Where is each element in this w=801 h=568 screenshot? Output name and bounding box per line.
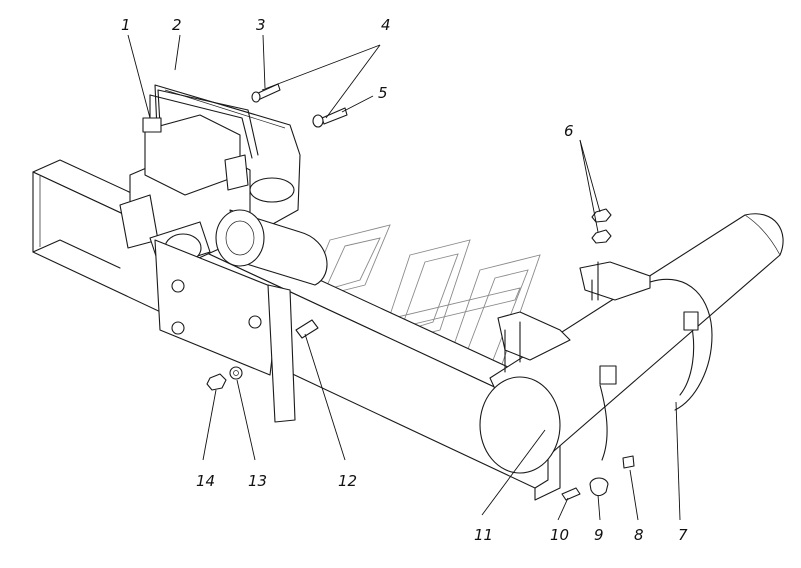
mounting-plate xyxy=(154,239,296,423)
callout-5: 5 xyxy=(378,84,388,102)
callout-11: 11 xyxy=(474,526,493,544)
callout-10: 10 xyxy=(550,526,569,544)
callout-9: 9 xyxy=(594,526,604,544)
callout-6: 6 xyxy=(564,122,574,140)
callout-3: 3 xyxy=(256,16,266,34)
callout-8: 8 xyxy=(634,526,644,544)
callout-13: 13 xyxy=(248,472,267,490)
heater-unit xyxy=(119,84,328,286)
callout-2: 2 xyxy=(172,16,182,34)
leader-lines xyxy=(127,34,681,521)
callout-labels: 1 2 3 4 5 6 7 8 9 10 11 12 13 14 xyxy=(121,16,688,544)
callout-14: 14 xyxy=(196,472,215,490)
callout-12: 12 xyxy=(338,472,357,490)
callout-4: 4 xyxy=(381,16,391,34)
callout-1: 1 xyxy=(121,16,131,34)
hardware-parts xyxy=(206,83,635,501)
muffler-brackets xyxy=(497,261,699,461)
callout-7: 7 xyxy=(678,526,688,544)
muffler-drum xyxy=(479,213,784,474)
